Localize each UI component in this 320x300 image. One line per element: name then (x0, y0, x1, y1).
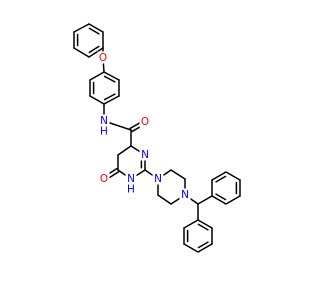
atom-label-ring-oxo: O (98, 172, 110, 185)
bond-a5-a6 (73, 47, 90, 58)
bond-b3-b4-inner (103, 93, 116, 101)
atom-label-ether-oxygen: O (97, 51, 109, 64)
bond-b1-b2-inner (103, 75, 116, 83)
atom-label-piperazine-n1: N (152, 172, 164, 185)
bond-p2-p3 (170, 169, 186, 180)
bond-c2-c3 (225, 195, 241, 205)
atom-symbol: N (141, 149, 149, 161)
bond-b3-b4 (103, 95, 120, 105)
atom-symbol: O (141, 116, 149, 128)
bond-p5-p6 (157, 194, 172, 205)
atom-label-ring-nh: NH (125, 172, 137, 196)
bond-a4-a5-inner (88, 45, 100, 54)
atom-symbol: N (127, 173, 135, 185)
bond-c4-c5 (225, 171, 241, 181)
bond-c5-c6 (211, 171, 227, 181)
bond-a1-a2 (73, 23, 90, 33)
bond-c1-c2 (211, 195, 227, 205)
bond-r4-r5 (117, 145, 132, 156)
atom-label-amide-nh: NH (98, 114, 110, 138)
atom-symbol: O (100, 173, 108, 185)
atom-symbol: N (181, 189, 189, 201)
atom-label-ring-n-imine: N (139, 148, 151, 161)
bond-d1-d2 (197, 219, 213, 229)
bond-d3-d4 (197, 243, 213, 253)
bond-c1-c2-inner (215, 193, 227, 201)
bond-b1-b2 (103, 71, 120, 81)
bond-d1-d2-inner (197, 223, 209, 231)
bond-a2-a3-inner (88, 27, 100, 35)
bond-d4-d5 (183, 243, 199, 253)
atom-label-amide-oxygen: O (139, 115, 151, 128)
bond-b4-b5 (89, 95, 105, 105)
atom-symbol: O (99, 52, 107, 64)
atom-symbol: H (127, 184, 135, 196)
bond-b6-b1 (89, 71, 105, 81)
atom-symbol: N (100, 115, 108, 127)
bond-a2-a3 (88, 23, 104, 33)
bond-c5-c6-inner (215, 175, 227, 183)
bond-d6-d1 (183, 219, 199, 229)
bond-ch-c1 (197, 195, 213, 205)
bond-a4-a5 (88, 47, 104, 58)
atom-symbol: N (154, 173, 162, 185)
atom-label-piperazine-n4: N (179, 188, 191, 201)
atom-symbol: H (100, 126, 108, 138)
bond-d3-d4-inner (197, 241, 209, 249)
